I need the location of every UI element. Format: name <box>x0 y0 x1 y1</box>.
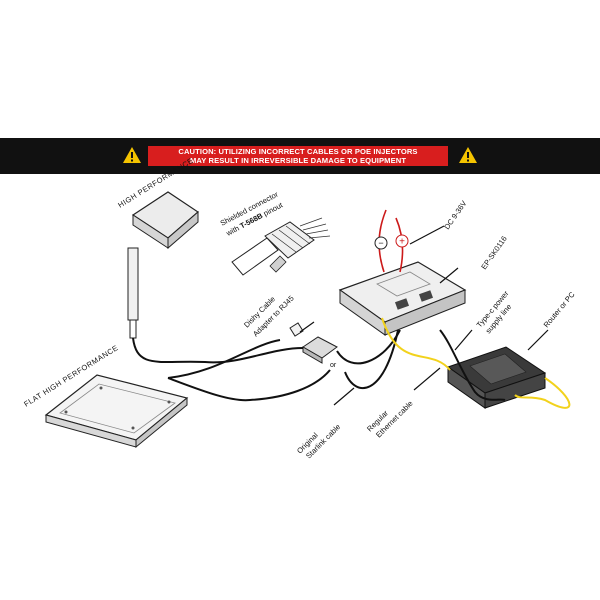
cable-ethernet <box>439 329 506 401</box>
warning-icon-left <box>123 147 141 163</box>
cable-typec-router <box>514 377 571 409</box>
caution-line-2: MAY RESULT IN IRREVERSIBLE DAMAGE TO EQU… <box>189 156 407 165</box>
cables <box>132 329 506 402</box>
cable-original-starlink <box>167 369 331 402</box>
dc-wire-negative <box>378 209 387 273</box>
minus-terminal-icon <box>374 236 388 250</box>
cable-adapter-to-device <box>336 329 401 365</box>
dishy-adapter <box>289 322 338 364</box>
shielded-connector-illustration <box>231 217 331 276</box>
caution-box <box>148 146 448 166</box>
minus-sign: − <box>378 238 383 248</box>
caution-line-1: CAUTION: UTILIZING INCORRECT CABLES OR P… <box>178 147 418 156</box>
ep-sk0116-device <box>338 261 467 336</box>
label-model: EP-SK0116 <box>479 234 509 271</box>
high-performance-dish <box>127 191 199 339</box>
cable-dish-to-adapter <box>132 337 304 364</box>
label-router: Router or PC <box>542 290 577 330</box>
plus-terminal-icon <box>395 234 409 248</box>
cable-original-to-device <box>344 329 399 389</box>
router-device <box>446 346 547 409</box>
warning-icon-right <box>459 147 477 163</box>
plus-sign: + <box>399 237 405 248</box>
label-or: or <box>330 362 337 369</box>
flat-high-performance-dish <box>44 374 189 449</box>
cable-typec-supply <box>381 317 451 371</box>
pointer-arrows <box>299 225 549 406</box>
label-dc: DC 9-36V <box>442 199 468 231</box>
cable-flat-dish <box>167 339 281 379</box>
